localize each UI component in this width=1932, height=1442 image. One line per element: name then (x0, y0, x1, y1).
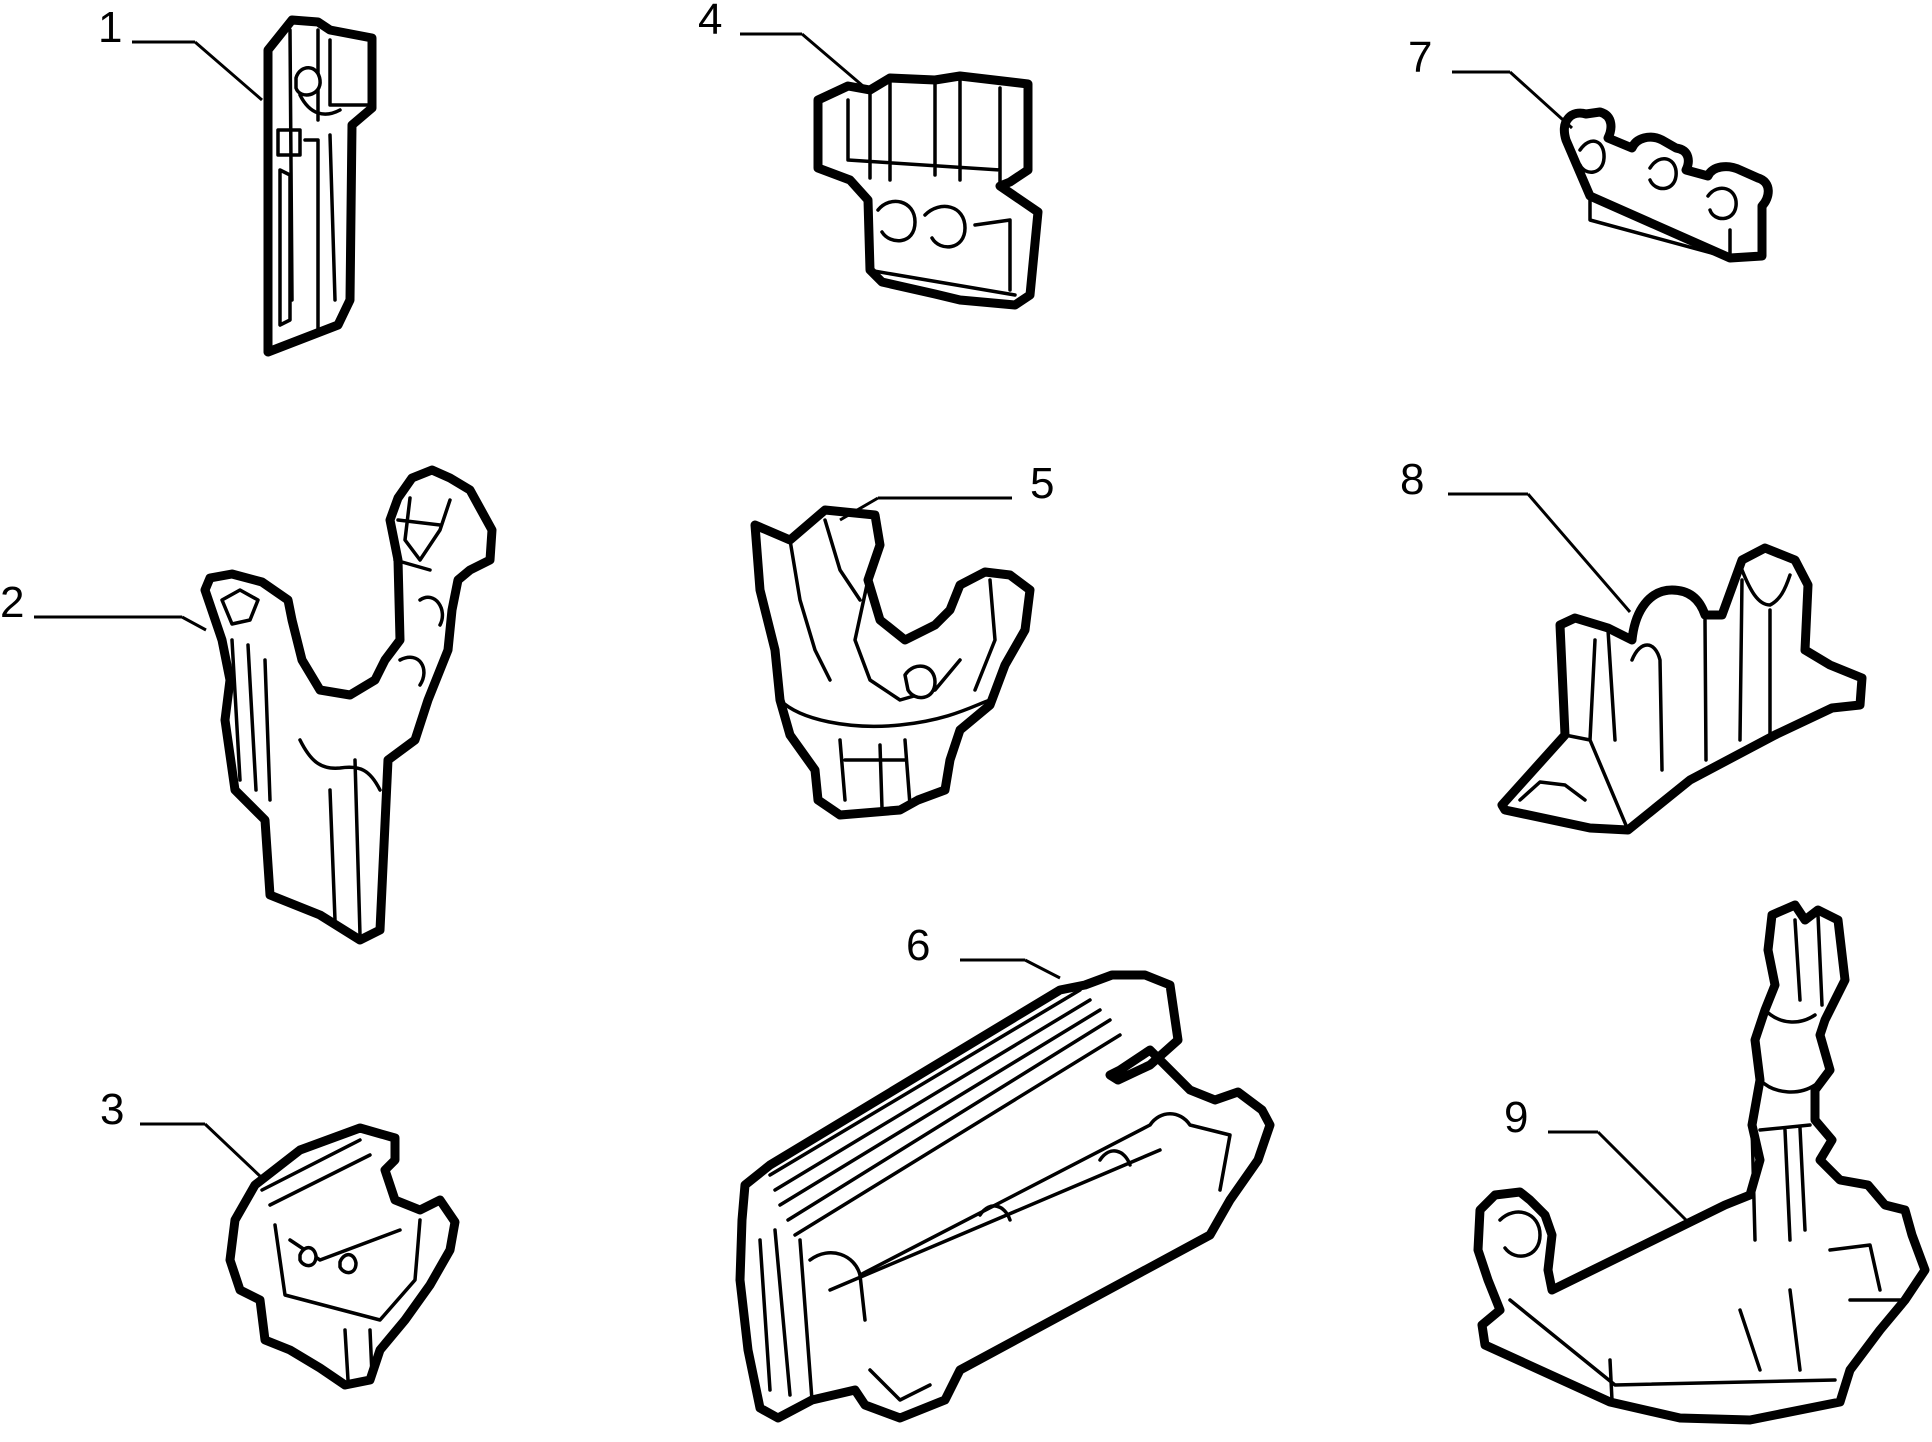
part-number-5: 5 (1030, 459, 1054, 508)
part-number-7: 7 (1408, 33, 1432, 82)
part-5: 5 (750, 459, 1054, 820)
part-number-8: 8 (1400, 455, 1424, 504)
part-4: 4 (698, 0, 1043, 310)
part-number-3: 3 (100, 1085, 124, 1134)
part-7: 7 (1408, 33, 1773, 263)
part-number-6: 6 (906, 921, 930, 970)
part-1: 1 (98, 3, 377, 357)
part-number-2: 2 (0, 578, 24, 627)
part-2: 2 (0, 465, 497, 945)
part-8: 8 (1400, 455, 1867, 835)
part-number-4: 4 (698, 0, 722, 44)
part-3: 3 (100, 1085, 460, 1390)
part-6: 6 (735, 921, 1275, 1423)
part-number-1: 1 (98, 3, 122, 52)
part-number-9: 9 (1504, 1093, 1528, 1142)
part-9: 9 (1473, 900, 1930, 1425)
